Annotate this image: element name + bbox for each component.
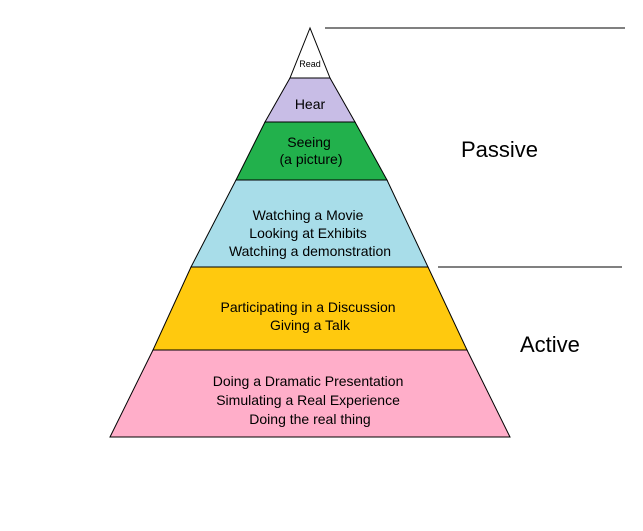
tier-doing-label: Doing a Dramatic Presentation Simulating… <box>213 373 408 427</box>
tier-seeing-label: Seeing (a picture) <box>279 134 342 167</box>
tier-hear-label: Hear <box>295 96 326 112</box>
tier-read-band <box>289 26 331 79</box>
tier-watching-label: Watching a Movie Looking at Exhibits Wat… <box>229 207 391 259</box>
tier-doing-band <box>109 349 511 438</box>
active-group-label: Active <box>520 332 580 357</box>
passive-group-label: Passive <box>461 137 538 162</box>
tier-participating-label: Participating in a Discussion Giving a T… <box>221 299 400 333</box>
tier-read-label: Read <box>299 59 321 69</box>
